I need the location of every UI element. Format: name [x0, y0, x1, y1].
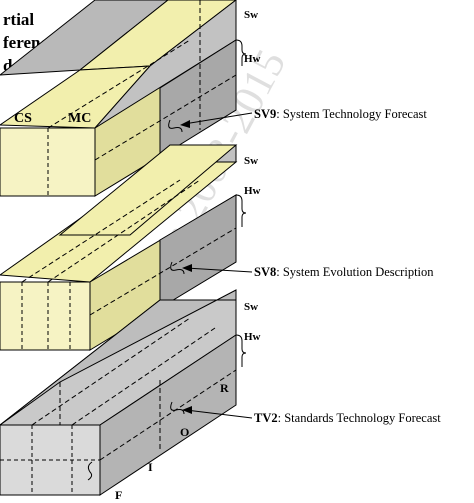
- bottom-bracket: [170, 401, 185, 415]
- hidden-edge: [47, 179, 201, 283]
- sw-hw-bracket: [235, 334, 247, 367]
- arrow-sv8-head: [182, 264, 192, 272]
- label-hw-top: Hw: [244, 53, 261, 65]
- hidden-edge: [99, 369, 237, 461]
- axis-label-o: O: [180, 425, 189, 439]
- hidden-edge: [94, 74, 237, 161]
- arrow-sv8: [185, 267, 253, 273]
- top-face-strip-1: [0, 0, 169, 76]
- block-tv2: R O I F: [0, 289, 247, 502]
- side-face-gray: [159, 194, 237, 309]
- hidden-edge: [89, 227, 237, 316]
- front-face: [0, 281, 91, 351]
- label-cs: CS: [14, 111, 32, 126]
- callout-tv2-text: : Standards Technology Forecast: [278, 411, 442, 425]
- callout-sv9-code: SV9: [254, 107, 276, 121]
- callout-arrows: [180, 112, 253, 419]
- arrow-tv2: [185, 409, 253, 419]
- axis-label-f: F: [115, 488, 122, 502]
- block-sv8: [0, 144, 247, 351]
- hidden-edge: [21, 179, 181, 283]
- axis-label-r: R: [220, 381, 229, 395]
- callout-tv2-code: TV2: [254, 411, 278, 425]
- label-mc: MC: [68, 111, 91, 126]
- axis-label-i: I: [148, 460, 153, 474]
- callout-sv8-code: SV8: [254, 265, 276, 279]
- callout-sv8-text: : System Evolution Description: [276, 265, 434, 279]
- bottom-bracket: [168, 119, 183, 133]
- arrow-sv9: [183, 112, 253, 125]
- top-face-back: [0, 289, 237, 426]
- label-hw-bottom: Hw: [244, 331, 261, 343]
- label-sw-bottom: Sw: [244, 301, 258, 313]
- block-sv9: CS MC: [0, 0, 247, 197]
- callout-sv8: SV8: System Evolution Description: [254, 265, 434, 279]
- sw-hw-bracket: [235, 194, 247, 227]
- callout-sv9-text: : System Technology Forecast: [276, 107, 427, 121]
- top-face-yellow-back: [58, 144, 238, 236]
- label-hw-middle: Hw: [244, 185, 261, 197]
- arrow-sv9-head: [180, 120, 190, 128]
- callout-sv9: SV9: System Technology Forecast: [254, 107, 427, 121]
- sw-hw-bracket: [235, 39, 247, 66]
- arrow-tv2-head: [182, 406, 192, 414]
- bottom-bracket: [170, 261, 185, 275]
- hidden-edge: [47, 39, 191, 129]
- callout-tv2: TV2: Standards Technology Forecast: [254, 411, 441, 425]
- label-sw-middle: Sw: [244, 155, 258, 167]
- hidden-edge: [71, 327, 216, 426]
- label-sw-top: Sw: [244, 9, 258, 21]
- title-line-1: rtial: [3, 10, 34, 29]
- front-bracket: [87, 461, 93, 481]
